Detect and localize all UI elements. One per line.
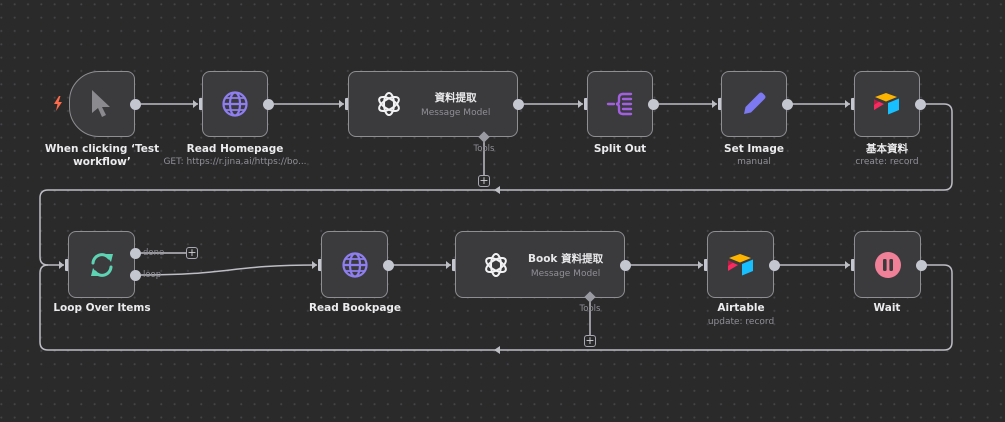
read-bookpage-title: Read Bookpage [308, 302, 402, 314]
globe-icon [341, 251, 369, 279]
book-extract-node[interactable]: Book 資料提取 Message Model [455, 231, 625, 298]
book-extract-output-port[interactable] [620, 259, 631, 271]
extract-output-port[interactable] [513, 98, 524, 110]
loop-icon [88, 251, 116, 279]
read-homepage-input-port[interactable] [199, 98, 204, 110]
trigger-title-line1: When clicking ‘Test [44, 143, 160, 155]
arrowhead-book-extract [446, 261, 451, 269]
trigger-node[interactable] [69, 71, 135, 137]
read-homepage-output-port[interactable] [263, 98, 274, 110]
loop-input-port[interactable] [65, 259, 70, 271]
wait-input-port[interactable] [851, 259, 856, 271]
airtable-icon [873, 92, 901, 116]
airtable-icon [727, 253, 755, 277]
extract-input-port[interactable] [345, 98, 350, 110]
split-out-icon [606, 91, 634, 117]
arrowhead-basic-data [845, 100, 850, 108]
split-out-node[interactable] [587, 71, 653, 137]
wait-output-port[interactable] [916, 259, 927, 271]
edge-wait-to-loop [39, 264, 953, 351]
pause-icon [874, 251, 902, 279]
arrowhead-wait [845, 261, 850, 269]
read-homepage-node[interactable] [202, 71, 268, 137]
loop-done-label: done [143, 248, 165, 258]
book-extract-tools-label: Tools [579, 304, 601, 314]
basic-data-node[interactable] [854, 71, 920, 137]
read-bookpage-input-port[interactable] [318, 259, 323, 271]
pencil-icon [740, 90, 768, 118]
trigger-title-line2: workflow’ [73, 156, 131, 168]
set-image-title: Set Image [724, 143, 784, 155]
airtable-output-port[interactable] [769, 259, 780, 271]
book-extract-subtitle: Message Model [530, 268, 601, 279]
set-image-subtitle: manual [737, 157, 771, 167]
loop-loop-label: loop [143, 270, 162, 280]
set-image-node[interactable] [721, 71, 787, 137]
arrowhead-read-bookpage [312, 261, 317, 269]
wait-node[interactable] [854, 231, 921, 298]
read-homepage-title: Read Homepage [186, 143, 284, 155]
openai-icon [375, 90, 403, 118]
arrowhead-read-homepage [193, 100, 198, 108]
airtable-node[interactable] [707, 231, 774, 298]
add-done-node-button[interactable]: + [186, 246, 198, 259]
extract-node[interactable]: 資料提取 Message Model [348, 71, 518, 137]
loop-loop-port[interactable] [130, 269, 141, 281]
airtable-input-port[interactable] [704, 259, 709, 271]
cursor-icon [89, 89, 115, 119]
extract-title: 資料提取 [434, 92, 477, 104]
book-extract-input-port[interactable] [452, 259, 457, 271]
airtable-subtitle: update: record [707, 317, 775, 327]
split-out-input-port[interactable] [584, 98, 589, 110]
read-bookpage-output-port[interactable] [383, 259, 394, 271]
basic-data-title: 基本資料 [866, 143, 908, 155]
extract-subtitle: Message Model [421, 108, 491, 118]
basic-data-subtitle: create: record [855, 157, 919, 167]
arrowhead-extract [339, 100, 344, 108]
extract-tools-label: Tools [473, 144, 495, 154]
add-tool-button[interactable]: + [478, 174, 490, 187]
wait-title: Wait [873, 302, 901, 314]
openai-icon [482, 251, 510, 279]
trigger-output-port[interactable] [130, 98, 141, 110]
edge-loop-to-read-bookpage [140, 264, 318, 276]
arrowhead-airtable [698, 261, 703, 269]
lightning-bolt-icon [54, 96, 62, 111]
trigger-node-title: When clicking ‘Test workflow’ [45, 143, 159, 169]
set-image-input-port[interactable] [718, 98, 723, 110]
arrowhead-split-out [578, 100, 583, 108]
loop-over-items-title: Loop Over Items [53, 302, 151, 314]
read-homepage-subtitle: GET: https://r.jina.ai/https://bo... [163, 157, 307, 167]
arrowhead-set-image [712, 100, 717, 108]
split-out-output-port[interactable] [648, 98, 659, 110]
airtable-title: Airtable [717, 302, 765, 314]
basic-data-input-port[interactable] [851, 98, 856, 110]
split-out-title: Split Out [593, 143, 647, 155]
globe-icon [221, 90, 249, 118]
add-book-tool-button[interactable]: + [584, 334, 596, 347]
arrowhead-back-top [494, 186, 500, 194]
arrowhead-back-bottom [494, 346, 500, 354]
read-bookpage-node[interactable] [321, 231, 388, 298]
set-image-output-port[interactable] [782, 98, 793, 110]
book-extract-title: Book 資料提取 [528, 252, 604, 265]
arrowhead-loop [59, 261, 64, 269]
loop-done-port[interactable] [130, 247, 141, 259]
loop-over-items-node[interactable] [68, 231, 135, 298]
basic-data-output-port[interactable] [915, 98, 926, 110]
